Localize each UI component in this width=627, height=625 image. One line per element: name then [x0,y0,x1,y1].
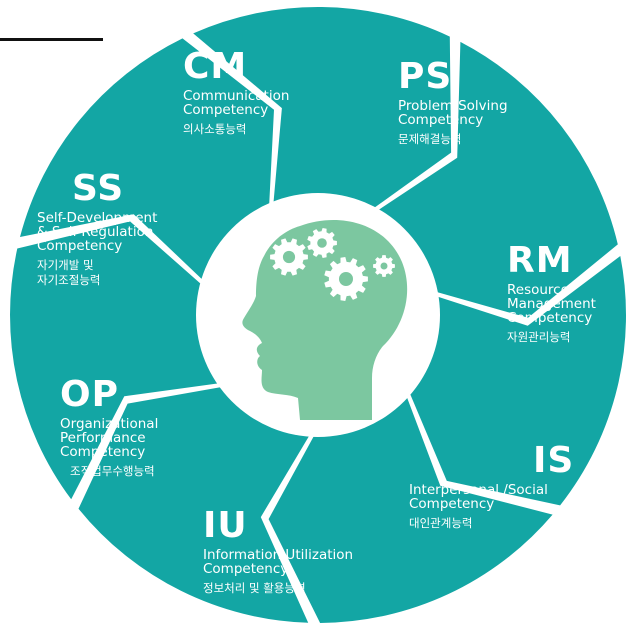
segment-name-line: Competency [409,496,495,512]
segment-korean-name: 문제해결능력 [398,132,508,147]
segment-name-line: Competency [60,444,146,460]
segment-name-line: Self-Development [37,210,158,226]
gear-icon [307,228,337,258]
segment-korean-line: 의사소통능력 [183,122,247,136]
top-rule-line [0,38,103,41]
segment-name-line: Competency [203,561,289,577]
head-with-gears-icon [242,220,408,420]
segment-ps: PS Problem-Solving Competency 문제해결능력 [398,59,508,147]
segment-korean-name: 조직업무수행능력 [70,464,158,479]
segment-iu: IU Information Utilization Competency 정보… [203,508,353,596]
segment-korean-line: 자기조절능력 [37,273,101,287]
segment-name-line: Information Utilization [203,547,354,563]
segment-korean-line: 대인관계능력 [409,516,473,530]
segment-name-line: Resource- [507,282,574,298]
segment-is: IS Interpersonal /Social Competency 대인관계… [409,443,574,531]
segment-korean-name: 대인관계능력 [409,516,574,531]
wheel-segment-rm [406,256,627,506]
segment-korean-name: 자원관리능력 [507,330,596,345]
segment-name-line: Communication [183,88,290,104]
segment-name-line: Interpersonal /Social [409,482,548,498]
segment-code: PS [398,56,453,97]
segment-ss: SS Self-Development & Self-Regulation Co… [37,171,157,288]
segment-name-line: Management [507,296,596,312]
segment-korean-line: 자기개발 및 [37,258,94,272]
gear-icon [324,257,368,301]
wheel-segment-cm [193,6,452,214]
segment-code: IU [203,505,248,546]
segment-korean-name: 의사소통능력 [183,122,289,137]
segment-korean-line: 문제해결능력 [398,132,462,146]
segment-code: CM [183,46,248,87]
segment-name-line: Competency [507,310,593,326]
segment-name-line: Competency [398,112,484,128]
segment-name: Self-Development & Self-Regulation Compe… [37,211,157,253]
segment-code: IS [533,440,575,481]
segment-korean-line: 조직업무수행능력 [70,464,155,478]
segment-code: OP [60,374,119,415]
segment-name-line: Performance [60,430,146,446]
segment-name: Information Utilization Competency [203,548,353,576]
segment-korean-name: 자기개발 및 자기조절능력 [37,258,157,288]
wheel-segment-op [10,221,229,500]
segment-code: RM [507,240,573,281]
segment-cm: CM Communication Competency 의사소통능력 [183,49,289,137]
segment-name: Organizational Performance Competency [60,417,158,459]
gear-icon [373,255,395,277]
gear-icon [270,238,308,276]
segment-code: SS [72,168,125,209]
segment-name: Problem-Solving Competency [398,99,508,127]
segment-op: OP Organizational Performance Competency… [60,377,158,479]
segment-korean-name: 정보처리 및 활용능력 [203,581,353,596]
wheel-segment-is [268,387,553,623]
segment-name: Communication Competency [183,89,289,117]
segment-korean-line: 자원관리능력 [507,330,571,344]
segment-name: Interpersonal /Social Competency [409,483,574,511]
segment-korean-line: 정보처리 및 활용능력 [203,581,306,595]
wheel-segment-ss [20,38,274,287]
wheel-segment-ps [369,41,618,318]
segment-name-line: Competency [183,102,269,118]
segment-name-line: Organizational [60,416,159,432]
wheel-segment-iu [78,385,315,623]
segment-name-line: Problem-Solving [398,98,508,114]
segment-name: Resource- Management Competency [507,283,596,325]
segment-rm: RM Resource- Management Competency 자원관리능… [507,243,596,345]
segment-name-line: Competency [37,238,123,254]
segment-name-line: & Self-Regulation [37,224,154,240]
